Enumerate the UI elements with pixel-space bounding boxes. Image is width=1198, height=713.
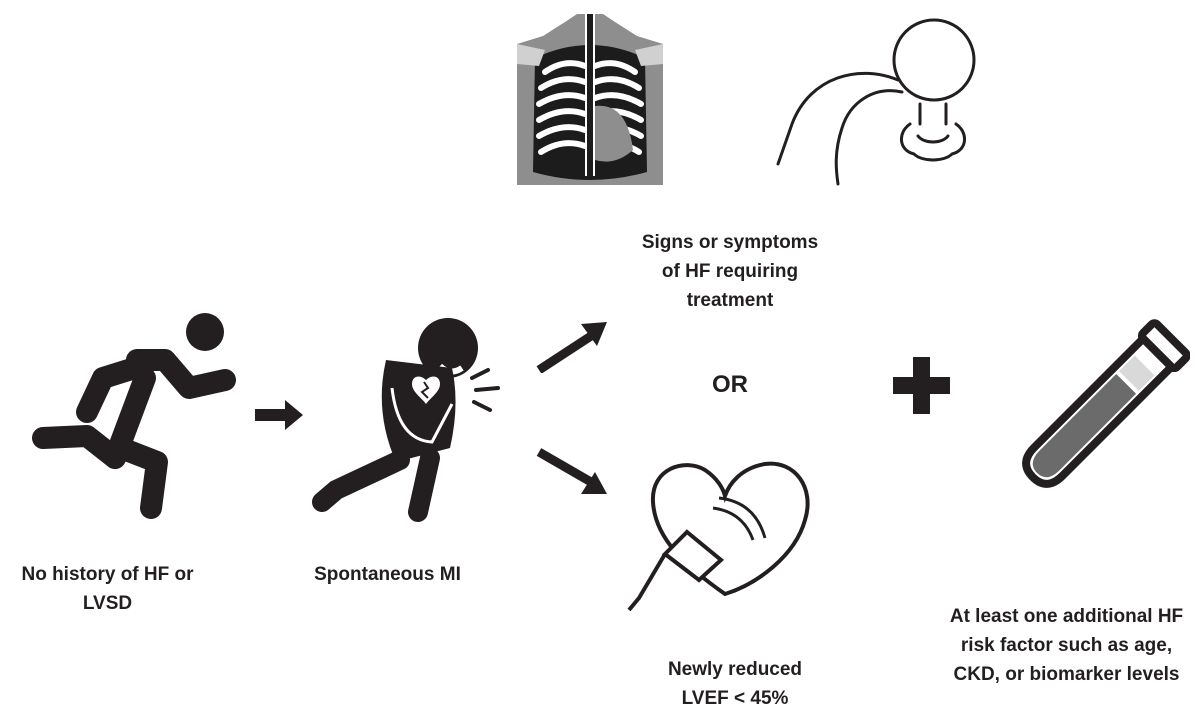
risk-factor-label: At least one additional HF risk factor s… bbox=[935, 602, 1198, 689]
chest-xray-icon bbox=[505, 10, 675, 185]
blood-test-tube-icon bbox=[1010, 315, 1190, 505]
breathless-person-icon bbox=[770, 12, 985, 187]
no-history-label: No history of HF or LVSD bbox=[0, 560, 215, 618]
signs-symptoms-label: Signs or symptoms of HF requiring treatm… bbox=[620, 228, 840, 315]
no-history-line-2: LVSD bbox=[0, 589, 215, 618]
arrow-up-right-icon bbox=[535, 318, 610, 373]
running-person-icon bbox=[25, 308, 255, 523]
echocardiogram-heart-icon bbox=[625, 448, 830, 618]
no-history-line-1: No history of HF or bbox=[0, 560, 215, 589]
or-label: OR bbox=[690, 370, 770, 399]
plus-icon bbox=[893, 357, 950, 414]
reduced-lvef-line-1: Newly reduced bbox=[625, 655, 845, 684]
spontaneous-mi-line-1: Spontaneous MI bbox=[280, 560, 495, 589]
heart-attack-person-icon bbox=[300, 312, 510, 522]
arrow-right-icon bbox=[255, 400, 305, 430]
signs-symptoms-line-2: of HF requiring bbox=[620, 257, 840, 286]
risk-factor-line-1: At least one additional HF bbox=[935, 602, 1198, 631]
reduced-lvef-label: Newly reduced LVEF < 45% bbox=[625, 655, 845, 713]
spontaneous-mi-label: Spontaneous MI bbox=[280, 560, 495, 589]
risk-factor-line-2: risk factor such as age, bbox=[935, 631, 1198, 660]
signs-symptoms-line-3: treatment bbox=[620, 286, 840, 315]
risk-factor-line-3: CKD, or biomarker levels bbox=[935, 660, 1198, 689]
arrow-down-right-icon bbox=[535, 448, 610, 498]
reduced-lvef-line-2: LVEF < 45% bbox=[625, 684, 845, 713]
signs-symptoms-line-1: Signs or symptoms bbox=[620, 228, 840, 257]
